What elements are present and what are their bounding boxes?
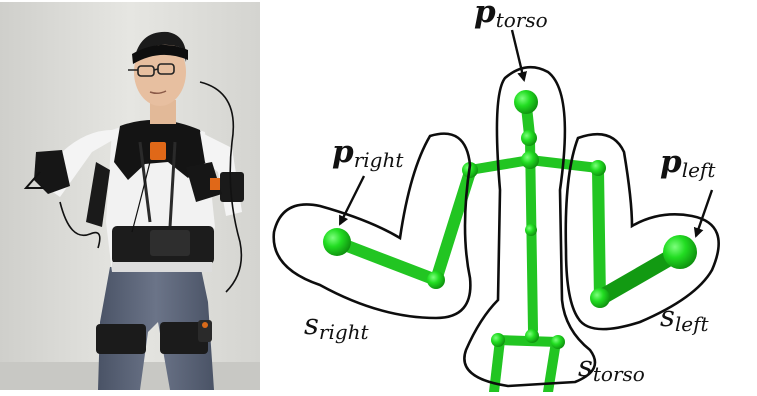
joint-hip-right <box>491 333 505 347</box>
joint-elbow-right <box>427 271 445 289</box>
joint-spine-mid <box>525 224 537 236</box>
skeleton-diagram: ptorso pright pleft sright sleft storso <box>260 0 757 392</box>
mocap-photo <box>0 2 260 390</box>
skeleton <box>323 90 697 392</box>
label-p-left: pleft <box>660 144 716 182</box>
joint-elbow-left <box>590 288 610 308</box>
label-s-right: sright <box>304 307 370 344</box>
joint-hand-left <box>663 235 697 269</box>
joint-hand-right <box>323 228 351 256</box>
label-p-right: pright <box>332 134 404 172</box>
label-s-left: sleft <box>660 299 710 336</box>
bone-forearm-right <box>337 242 436 280</box>
bone-shoulder-right <box>470 160 530 170</box>
joint-hip-left <box>551 335 565 349</box>
joint-head <box>514 90 538 114</box>
joint-neck <box>521 130 537 146</box>
photo-leg-strap-left <box>96 324 146 354</box>
joint-chest <box>521 151 539 169</box>
joint-pelvis <box>525 329 539 343</box>
arrow-p-left <box>696 190 712 236</box>
mocap-photo-illustration <box>0 2 260 390</box>
label-s-torso: storso <box>578 349 645 386</box>
label-p-torso: ptorso <box>474 0 548 32</box>
bone-upper-arm-left <box>598 170 600 300</box>
joint-shoulder-left <box>590 160 606 176</box>
skeleton-diagram-svg: ptorso pright pleft sright sleft storso <box>260 0 757 392</box>
